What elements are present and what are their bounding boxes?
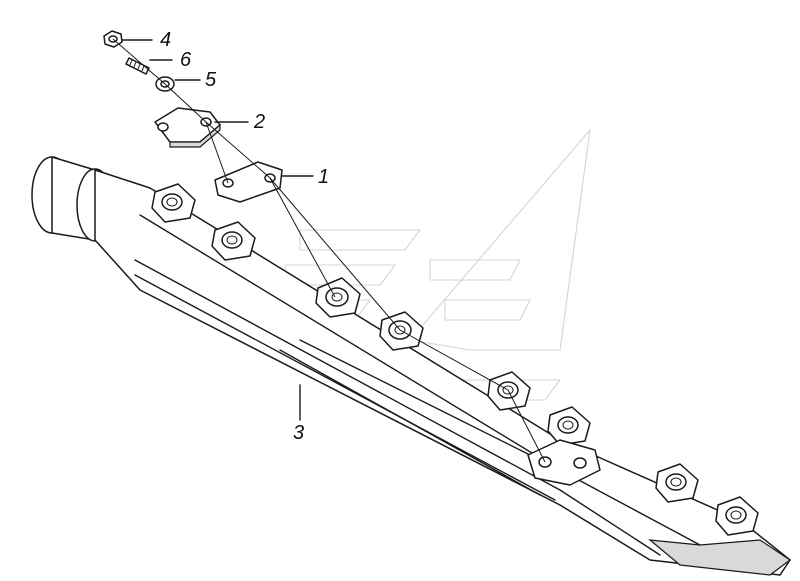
callout-6: 6 <box>180 49 192 71</box>
port-flange <box>151 183 196 223</box>
port-flange <box>715 496 759 536</box>
port-flange <box>547 406 591 446</box>
callout-5: 5 <box>205 69 217 91</box>
callout-1: 1 <box>318 166 329 188</box>
port-flange <box>655 463 699 503</box>
exhaust-manifold <box>31 156 792 576</box>
callout-3: 3 <box>293 422 304 444</box>
callout-2: 2 <box>253 111 265 133</box>
port-flanges <box>151 183 759 536</box>
callout-4: 4 <box>160 29 171 51</box>
port-flange <box>211 221 256 261</box>
mounted-cover-plate <box>527 439 601 486</box>
leader-lines <box>122 39 314 421</box>
assembly-lines <box>112 38 546 463</box>
cover-plate <box>154 107 221 148</box>
port-flange <box>315 277 361 318</box>
